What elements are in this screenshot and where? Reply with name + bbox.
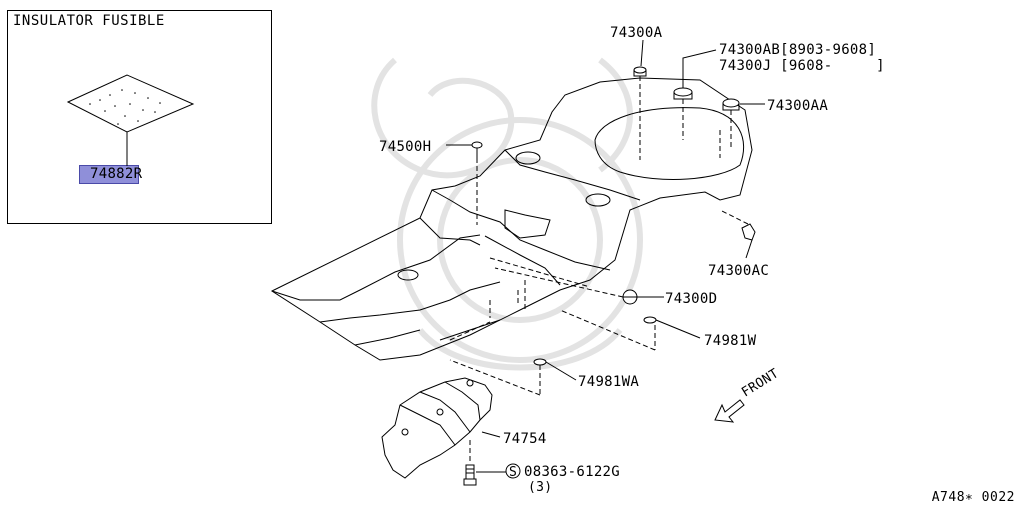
callout-74300ab[interactable]: 74300AB[8903-9608] [719,42,876,58]
clip-74500h [471,141,483,158]
assembly-lines [449,76,749,463]
clip-74300a [633,66,647,77]
callout-74300ac[interactable]: 74300AC [708,263,769,279]
callout-74300j[interactable]: 74300J [9608- ] [719,58,885,74]
insulator-fusible-illustration [66,74,195,166]
inset-panel [7,10,272,224]
callout-74300aa[interactable]: 74300AA [767,98,828,114]
callout-74300d[interactable]: 74300D [665,291,717,307]
front-label: FRONT [739,366,781,400]
screw-circle-s-icon [505,463,521,479]
inset-title: INSULATOR FUSIBLE [13,13,165,29]
highlighted-part-marker[interactable] [79,165,139,184]
callout-74500h[interactable]: 74500H [379,139,431,155]
callout-bolt-quantity: (3) [528,480,552,495]
diagram-code: A748∗ 0022 [931,490,1015,505]
bolt-08363 [463,464,477,486]
screw-symbol-letter: S [509,465,517,480]
clip-74981wa [533,358,547,366]
clip-74981w [643,316,657,324]
front-direction-arrow-icon [714,399,745,423]
heat-shield-74754 [381,377,493,479]
callout-74981w[interactable]: 74981W [704,333,757,349]
clip-74300d [622,289,638,305]
highlighted-part-number[interactable]: 74882R [90,166,143,182]
clip-74300ab [673,87,693,100]
leader-lines [446,39,765,473]
callout-74981wa[interactable]: 74981WA [578,374,639,390]
callout-74300a[interactable]: 74300A [610,25,663,41]
clip-74300aa [722,98,740,111]
callout-74754[interactable]: 74754 [503,431,547,447]
callout-08363-6122g[interactable]: 08363-6122G [524,464,620,480]
watermark-logo [371,57,643,371]
clip-74300ac [741,223,756,241]
